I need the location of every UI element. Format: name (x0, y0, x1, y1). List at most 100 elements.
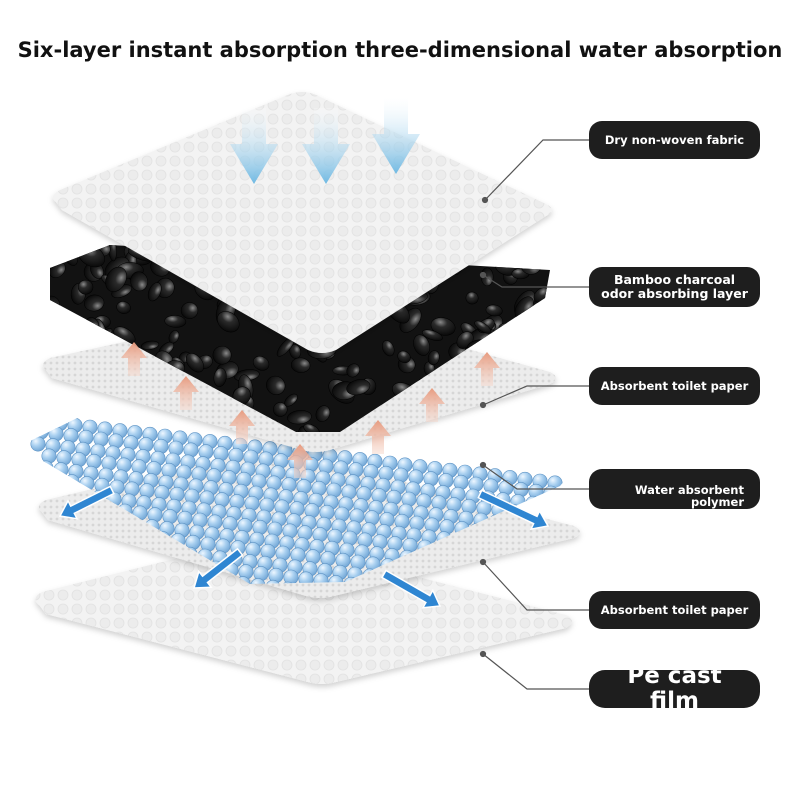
charcoal-pellet (164, 315, 187, 328)
polymer-bead (567, 557, 575, 573)
polymer-bead (62, 532, 78, 548)
polymer-bead (574, 535, 575, 551)
up-arrow (229, 410, 255, 444)
charcoal-pellet (147, 282, 162, 302)
charcoal-pellet (50, 327, 61, 345)
charcoal-pellet (116, 301, 131, 314)
polymer-bead (541, 543, 557, 559)
down-arrow (372, 98, 420, 174)
charcoal-pellet (105, 266, 127, 292)
charcoal-pellet (272, 402, 288, 417)
polymer-bead (549, 567, 565, 583)
polymer-bead (530, 576, 546, 584)
up-arrows (121, 342, 500, 478)
charcoal-pellet (543, 245, 550, 255)
leader-dot-1 (481, 196, 489, 204)
label-polymer: Water absorbent polymer (589, 469, 760, 509)
charcoal-pellet (523, 245, 542, 256)
polymer-bead (525, 495, 541, 511)
charcoal-pellet (303, 423, 320, 432)
polymer-bead (569, 604, 583, 618)
polymer-bead (280, 581, 296, 584)
charcoal-pellet (252, 355, 270, 371)
polymer-bead (558, 487, 574, 503)
polymer-bead (552, 555, 568, 571)
leader-dot-4 (479, 461, 487, 469)
charcoal-pellet (290, 357, 311, 373)
polymer-bead (592, 630, 606, 644)
polymer-bead (573, 594, 587, 608)
leader-line-6 (482, 653, 597, 690)
charcoal-pellet (436, 426, 451, 432)
charcoal-pellet (180, 302, 199, 319)
polymer-bead (528, 589, 542, 603)
charcoal-pellet (77, 279, 94, 295)
polymer-bead (37, 414, 53, 430)
polymer-bead (250, 578, 266, 584)
polymer-bead (543, 485, 559, 501)
polymer-bead (92, 536, 108, 552)
charcoal-pellet (346, 379, 371, 396)
polymer-bead (545, 578, 561, 584)
polymer-bead (85, 558, 101, 574)
charcoal-pellet (422, 329, 443, 341)
polymer-bead (470, 569, 486, 584)
polymer-bead (70, 556, 86, 572)
charcoal-pellet (168, 330, 180, 344)
polymer-bead (560, 579, 575, 584)
leader-line-1 (484, 139, 597, 201)
charcoal-pellet (532, 245, 547, 255)
polymer-bead (30, 436, 46, 452)
charcoal-pellet (485, 304, 503, 317)
polymer-bead (583, 560, 597, 574)
charcoal-pellet (346, 363, 360, 378)
polymer-bead (103, 548, 119, 564)
up-arrow (121, 342, 147, 376)
label-toilet-paper-1: Absorbent toilet paper (589, 367, 760, 405)
polymer-bead (500, 572, 516, 584)
leader-line-2 (482, 274, 597, 288)
charcoal-pellet (266, 375, 286, 395)
charcoal-pellet (185, 352, 204, 373)
charcoal-pellet (532, 316, 550, 336)
polymer-bead (313, 573, 329, 584)
polymer-bead (537, 554, 553, 570)
leader-line-4 (482, 464, 597, 490)
polymer-bead (73, 544, 89, 560)
leader-dot-2 (479, 271, 487, 279)
polymer-bead (564, 569, 575, 584)
charcoal-pellet (212, 345, 232, 365)
polymer-bead (88, 546, 104, 562)
charcoal-pellet (287, 410, 312, 425)
polymer-bead (298, 571, 314, 584)
spread-arrow (192, 547, 244, 589)
polymer-bead (455, 567, 471, 583)
charcoal-pellet (512, 256, 531, 268)
up-arrow (173, 376, 199, 410)
polymer-bead (543, 590, 557, 604)
polymer-bead (38, 460, 54, 476)
polymer-layer (22, 412, 606, 644)
polymer-bead (118, 549, 134, 565)
charcoal-pellet (413, 334, 430, 356)
charcoal-pellet (474, 320, 492, 334)
polymer-bead (556, 545, 572, 561)
charcoal-pellet (427, 350, 440, 366)
down-arrows (230, 98, 420, 184)
label-toilet-paper-2: Absorbent toilet paper (589, 591, 760, 629)
polymer-bead (489, 560, 505, 576)
polymer-bead (79, 476, 95, 492)
charcoal-pellet (130, 271, 148, 292)
charcoal-pellet (217, 311, 240, 333)
up-arrow (287, 444, 313, 478)
polymer-bead (571, 547, 575, 563)
charcoal-pellet (54, 331, 75, 347)
polymer-bead (100, 560, 116, 576)
polymer-bead (534, 566, 550, 582)
polymer-bead (504, 562, 520, 578)
charcoal-pellet (524, 407, 545, 432)
polymer-bead (577, 628, 591, 642)
diagram-title: Six-layer instant absorption three-dimen… (17, 38, 783, 62)
polymer-bead (64, 474, 80, 490)
